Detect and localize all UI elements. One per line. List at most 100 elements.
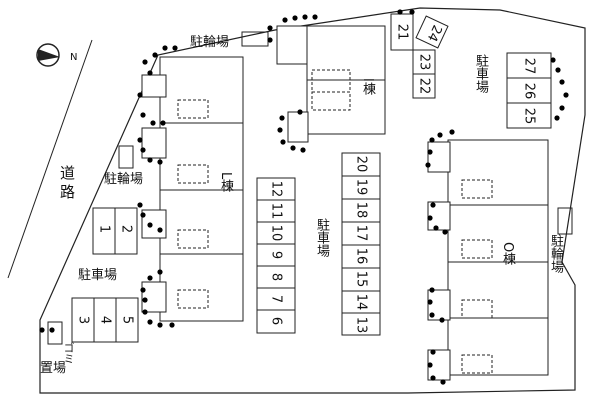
hedge-dot bbox=[140, 147, 146, 153]
hedge-dot bbox=[267, 37, 273, 43]
bike-box-right bbox=[557, 207, 573, 235]
hedge-dot bbox=[429, 287, 435, 293]
hedge-dot bbox=[157, 322, 163, 328]
parking-space-14: 14 bbox=[354, 294, 369, 311]
parking-space-25: 25 bbox=[522, 108, 537, 125]
hedge-dot bbox=[137, 137, 143, 143]
north-compass-icon: N bbox=[36, 43, 77, 67]
hedge-dot bbox=[555, 67, 561, 73]
hedge-dot bbox=[427, 362, 433, 368]
hedge-dot bbox=[142, 297, 148, 303]
hedge-dot bbox=[162, 45, 168, 51]
hedge-dot bbox=[147, 319, 153, 325]
road-line bbox=[7, 39, 93, 279]
hedge-dot bbox=[449, 129, 455, 135]
hedge-dot bbox=[279, 115, 285, 121]
hedge-dot bbox=[440, 379, 446, 385]
hedge-dot bbox=[427, 215, 433, 221]
parking-space-26: 26 bbox=[522, 83, 537, 100]
garbage-box bbox=[47, 321, 63, 345]
building-O-label: O棟 bbox=[500, 242, 515, 266]
parking-space-13: 13 bbox=[354, 317, 369, 334]
hedge-dot bbox=[292, 15, 298, 21]
bike-label-right: 駐輪場 bbox=[548, 234, 563, 273]
hedge-dot bbox=[559, 105, 565, 111]
hedge-dot bbox=[563, 92, 569, 98]
bike-label-left: 駐輪場 bbox=[104, 172, 144, 187]
parking-space-21: 21 bbox=[395, 24, 410, 41]
parking-space-18: 18 bbox=[354, 202, 369, 219]
hedge-dot bbox=[157, 227, 163, 233]
hedge-dot bbox=[140, 287, 146, 293]
hedge-dot bbox=[147, 157, 153, 163]
compass-label: N bbox=[70, 52, 77, 63]
hedge-dot bbox=[290, 145, 296, 151]
hedge-dot bbox=[169, 322, 175, 328]
hedge-dot bbox=[49, 327, 55, 333]
parking-space-6: 6 bbox=[269, 317, 284, 325]
bike-label-top: 駐輪場 bbox=[190, 35, 230, 50]
parking-label-center: 駐車場 bbox=[314, 218, 329, 257]
hedge-dot bbox=[312, 14, 318, 20]
parking-space-27: 27 bbox=[522, 58, 537, 75]
building-O bbox=[427, 139, 549, 381]
parking-space-3: 3 bbox=[76, 316, 91, 324]
building-I bbox=[276, 25, 386, 143]
parking-left-pair bbox=[92, 207, 138, 255]
hedge-dot bbox=[297, 109, 303, 115]
hedge-dot bbox=[267, 25, 273, 31]
parking-space-19: 19 bbox=[354, 179, 369, 196]
hedge-dot bbox=[429, 312, 435, 318]
hedge-dot bbox=[150, 120, 156, 126]
parking-space-1: 1 bbox=[97, 225, 112, 233]
parking-col-6-12 bbox=[256, 177, 296, 334]
parking-space-12: 12 bbox=[269, 181, 284, 198]
hedge-dot bbox=[152, 52, 158, 58]
garbage-label-2: 置場 bbox=[40, 361, 67, 376]
bike-box-left bbox=[118, 145, 134, 169]
site-boundary bbox=[39, 7, 586, 394]
hedge-dot bbox=[282, 17, 288, 23]
parking-label-top-right: 駐車場 bbox=[473, 54, 488, 93]
road-char-1: 道 bbox=[60, 164, 75, 182]
hedge-dot bbox=[277, 127, 283, 133]
hedge-dot bbox=[157, 269, 163, 275]
hedge-dot bbox=[147, 222, 153, 228]
hedge-dot bbox=[559, 79, 565, 85]
hedge-dot bbox=[433, 225, 439, 231]
hedge-dot bbox=[302, 14, 308, 20]
parking-space-24: 24 bbox=[424, 22, 445, 43]
hedge-dot bbox=[430, 349, 436, 355]
hedge-dot bbox=[430, 202, 436, 208]
hedge-dot bbox=[409, 9, 415, 15]
parking-space-9: 9 bbox=[269, 251, 284, 259]
parking-space-15: 15 bbox=[354, 271, 369, 288]
road-char-2: 路 bbox=[60, 183, 75, 201]
building-L-text: L棟 bbox=[218, 172, 233, 193]
hedge-dot bbox=[427, 299, 433, 305]
hedge-dot bbox=[300, 147, 306, 153]
parking-space-11: 11 bbox=[269, 203, 284, 220]
hedge-dot bbox=[147, 275, 153, 281]
parking-space-4: 4 bbox=[98, 316, 113, 324]
hedge-dot bbox=[142, 59, 148, 65]
parking-space-5: 5 bbox=[120, 316, 135, 324]
building-L bbox=[141, 56, 244, 322]
parking-space-2: 2 bbox=[119, 225, 134, 233]
parking-col-13-20 bbox=[341, 152, 381, 336]
hedge-dot bbox=[140, 212, 146, 218]
hedge-dot bbox=[437, 132, 443, 138]
hedge-dot bbox=[140, 112, 146, 118]
hedge-dot bbox=[429, 137, 435, 143]
hedge-dot bbox=[397, 9, 403, 15]
parking-space-8: 8 bbox=[269, 273, 284, 281]
hedge-dot bbox=[142, 309, 148, 315]
parking-space-7: 7 bbox=[269, 295, 284, 303]
garbage-label-1: ゴミ bbox=[62, 342, 75, 364]
parking-space-16: 16 bbox=[354, 248, 369, 265]
hedge-dot bbox=[147, 70, 153, 76]
hedge-dot bbox=[39, 327, 45, 333]
parking-space-23: 23 bbox=[417, 54, 432, 71]
